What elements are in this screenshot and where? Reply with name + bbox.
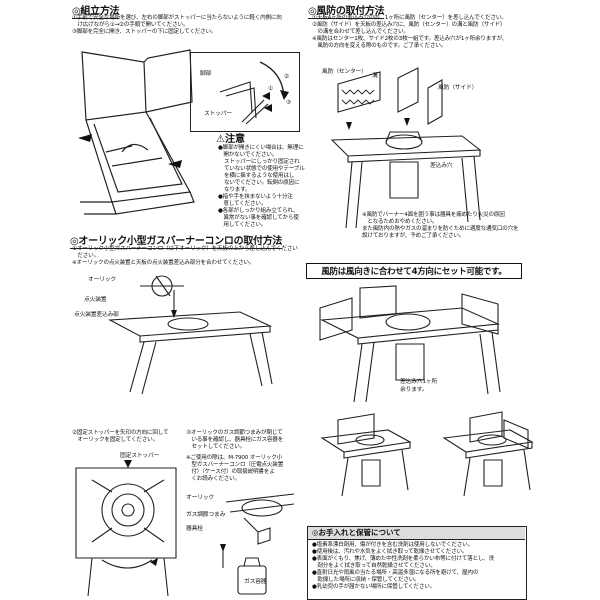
caution-line-10: 異常がない事を確認してから使 [218, 215, 299, 221]
burner-step3-4: 型ガスバーナーコンロ（圧電点火装置 [186, 462, 284, 468]
care-item-3: 剤分をよく拭き取って自然乾燥させてください。 [312, 563, 436, 569]
assembly-table-illustration [78, 42, 202, 222]
windscreen-illustration [312, 58, 498, 234]
assembly-step-1b: け広げながら①→②の手順で開いてください。 [72, 22, 189, 28]
assembly-step-num-1: ① [268, 86, 273, 92]
burner-title: ◎オーリック小型ガスバーナーコンロの取付方法 [70, 232, 282, 249]
caution-line-9: ●各部がしっかり組み立てられ、 [218, 208, 299, 214]
assembly-step-1: ①手前で安全な場所を選び、左右の脚部がストッパーに当たらないように軽く内側に向 [72, 15, 282, 21]
direction-variant-1 [318, 408, 414, 498]
burner-step3-0: ③オーリックのガス調節つまみが閉じて [186, 430, 283, 436]
burner-knob-label: ガス調節つまみ [186, 512, 226, 518]
warning-icon: ⚠ [216, 134, 225, 145]
care-item-2: ●表面がくもり、焦げ、薄めた中性洗剤を柔らかい布等に付けて落とし、洗 [312, 556, 495, 562]
caution-line-8: 意してください。 [218, 201, 267, 207]
windscreen-step-1: ②風防（サイド）を天板の差込み穴に、風防（センター）の溝と風防（サイド） [312, 22, 506, 28]
care-item-6: ●乳幼児の手が届かない場所に保管してください。 [312, 584, 436, 590]
direction-main-illustration [312, 284, 508, 404]
burner-stopper-illustration [72, 460, 180, 598]
burner-igniter-slot-label: 点火装置差込み部 [74, 312, 119, 318]
burner-step3-1: いる事を確認し、器具栓にガス容器を [186, 437, 284, 443]
burner-step3-2: セットしてください。 [186, 444, 245, 450]
windscreen-note-2: また風防内の熱やガスの溜まりを防ぐために適度な通気口の穴を [362, 226, 519, 232]
burner-stopper-label: 固定ストッパー [120, 453, 160, 459]
burner-olic-label: オーリック [88, 277, 116, 283]
caution-line-11: 用してください。 [218, 222, 267, 228]
assembly-step-num-2: ② [284, 74, 289, 80]
caution-line-4: を横に揺するような使用はし [224, 173, 295, 179]
assembly-leg-label: 脚部 [200, 71, 212, 77]
burner-step-0: ①オーリック小型ガスバーナーコンロ（以下オーリック）を天板の上から差し込んでくだ… [72, 246, 298, 252]
burner-canister-illustration [220, 488, 298, 598]
windscreen-title: ◎風防の取付方法 [308, 2, 385, 19]
windscreen-note-0: ※風防でバーナー4面を囲う事は器具を痛めたり火災の原因 [362, 212, 505, 218]
care-title: ◎お手入れと保管について [308, 527, 525, 540]
care-item-0: ●塩素系漂白剤用、傷が付きを含む洗剤は使用しないでください。 [312, 542, 473, 548]
windscreen-side-label: 風防（サイド） [438, 85, 478, 91]
burner-step3-6: くお読みください。 [186, 476, 240, 482]
caution-line-3: ていない状態での使用やテーブル [224, 166, 305, 172]
direction-variant-2 [440, 408, 536, 498]
assembly-step-3: ③脚部を完全に開き、ストッパーの下に固定してください。 [72, 29, 217, 35]
direction-hole-label: 差込み穴1ヶ所余ります。 [400, 379, 438, 393]
windscreen-step-0: ①天板4ヶ所の差込み穴の内、1ヶ所に風防（センター）を差し込んでください。 [312, 15, 507, 21]
windscreen-center-label: 風防（センター） [322, 69, 367, 75]
assembly-detail-box [190, 52, 300, 132]
caution-line-5: ないでください。転倒の原因に [224, 180, 300, 186]
windscreen-note-1: となるためおやめください。 [362, 219, 438, 225]
caution-line-1: 開かないでください。 [218, 152, 278, 158]
windscreen-step-2: の溝を合わせて差し込んでください。 [312, 29, 409, 35]
burner-canister-label: ガス容器 [244, 579, 267, 585]
caution-line-6: なります。 [224, 187, 251, 193]
windscreen-groove-label: 溝 [372, 73, 378, 79]
direction-banner: 風防は風向きに合わせて4方向にセット可能です。 [306, 263, 522, 279]
assembly-step-num-3: ③ [286, 100, 291, 106]
care-item-5: 乾燥した場所に収納・保管してください。 [312, 577, 420, 583]
caution-line-0: ●脚部が開きにくい場合は、無理に [218, 145, 304, 151]
burner-step3-olic-label: オーリック [186, 495, 214, 501]
burner-step3-5: 付）（ケース付）の取扱説明書をよ [186, 469, 275, 475]
burner-table-illustration [100, 270, 280, 400]
burner-step-2: ※オーリックの点火装置と天板の点火装置差込み部分を合わせてください。 [72, 260, 255, 266]
caution-line-7: ●指や手を挟まないよう十分注 [218, 194, 293, 200]
care-item-1: ●使用後は、汚れや水気をよく拭き取って乾燥させてください。 [312, 549, 468, 555]
burner-igniter-label: 点火装置 [84, 297, 107, 303]
burner-step2-1: オーリックを固定してください。 [72, 437, 158, 443]
windscreen-step-3: ※風防はセンター1枚、サイド2枚の3枚一組です。差込み穴が1ヶ所余りますが、 [312, 36, 508, 42]
burner-valve-label: 器具栓 [186, 526, 203, 532]
burner-step3-3: ※ご使用の際は、M-7900 オーリック小 [186, 455, 283, 461]
assembly-detail-illustration [190, 52, 289, 130]
windscreen-hole-label: 差込み穴 [430, 163, 453, 169]
windscreen-note-3: 設けておりますが、予めご了承ください。 [362, 233, 465, 239]
burner-step2-0: ②固定ストッパーを矢印の方向に回して [72, 430, 169, 436]
assembly-stopper-label: ストッパー [204, 111, 232, 117]
caution-title: ⚠注意 [216, 134, 245, 145]
burner-step-1: ださい。 [72, 253, 99, 259]
care-item-4: ●直射日光や雨風の当たる場所・高温多湿になる所を避けて、屋内の [312, 570, 479, 576]
windscreen-step-4: 風防の方向を変える際のものです。ご了承ください。 [312, 43, 447, 49]
assembly-title: ◎組立方法 [72, 2, 120, 19]
caution-line-2: ストッパーにしっかり固定され [224, 159, 300, 165]
